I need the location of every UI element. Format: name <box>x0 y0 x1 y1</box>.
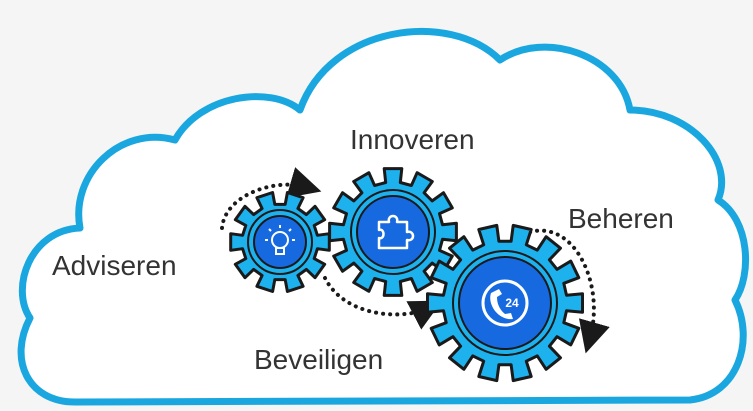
label-beheren: Beheren <box>568 203 674 234</box>
gears-layer <box>229 167 584 383</box>
gear-innoveren <box>328 167 458 297</box>
gear-hub <box>458 256 552 350</box>
label-innoveren: Innoveren <box>350 124 475 155</box>
arrow-adviseren-to-innoveren <box>220 167 322 230</box>
gear-hub <box>356 195 430 269</box>
puzzle-piece-icon <box>377 214 415 250</box>
gear-adviseren <box>229 191 331 293</box>
phone-24-icon: 24 <box>481 279 529 327</box>
label-adviseren: Adviseren <box>52 250 177 281</box>
arrow-innoveren-to-beveiligen <box>323 276 443 330</box>
gear-ring <box>452 250 558 356</box>
gear-ring <box>247 209 313 275</box>
phone-24-text: 24 <box>505 296 519 310</box>
gear-beheren <box>426 223 584 383</box>
gear-hub <box>253 215 307 269</box>
lightbulb-icon <box>265 225 295 255</box>
arrow-beheren-cycle <box>528 228 610 354</box>
label-beveiligen: Beveiligen <box>254 344 384 375</box>
gear-ring <box>350 189 436 275</box>
